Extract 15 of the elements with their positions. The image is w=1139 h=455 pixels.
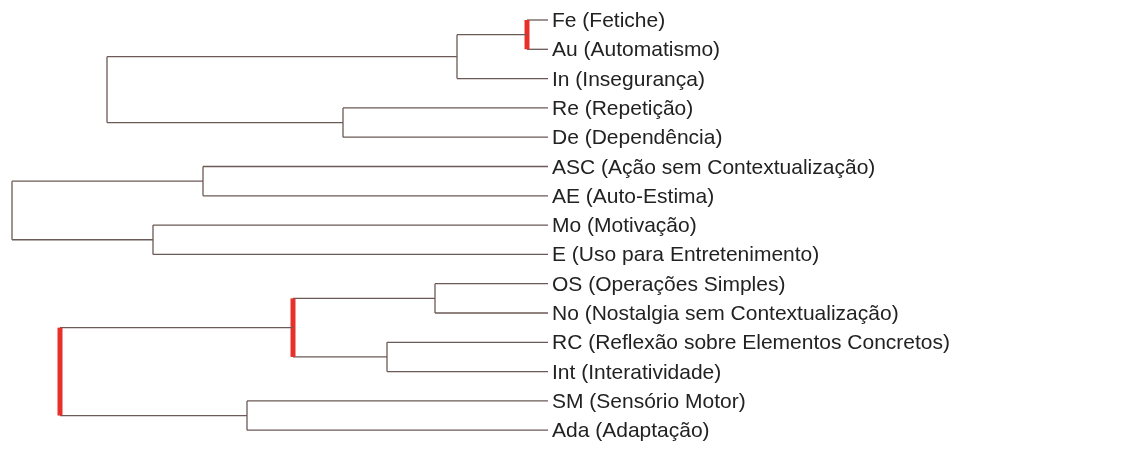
leaf-label: OS (Operações Simples) — [552, 271, 786, 296]
leaf-label: Int (Interatividade) — [552, 359, 722, 384]
leaf-label: E (Uso para Entretenimento) — [552, 242, 820, 267]
leaf-label: Ada (Adaptação) — [552, 418, 710, 443]
leaf-label: No (Nostalgia sem Contextualização) — [552, 301, 899, 325]
leaf-label: Au (Automatismo) — [552, 37, 721, 62]
leaf-label: Re (Repetição) — [552, 95, 694, 120]
leaf-label: ASC (Ação sem Contextualização) — [552, 154, 876, 179]
leaf-label: RC (Reflexão sobre Elementos Concretos) — [552, 330, 950, 355]
leaf-label: Fe (Fetiche) — [552, 8, 666, 32]
leaf-label: Mo (Motivação) — [552, 213, 697, 238]
leaf-label: In (Insegurança) — [552, 66, 705, 91]
leaf-label: SM (Sensório Motor) — [552, 388, 746, 413]
leaf-label: De (Dependência) — [552, 125, 723, 150]
leaf-label: AE (Auto-Estima) — [552, 183, 715, 208]
